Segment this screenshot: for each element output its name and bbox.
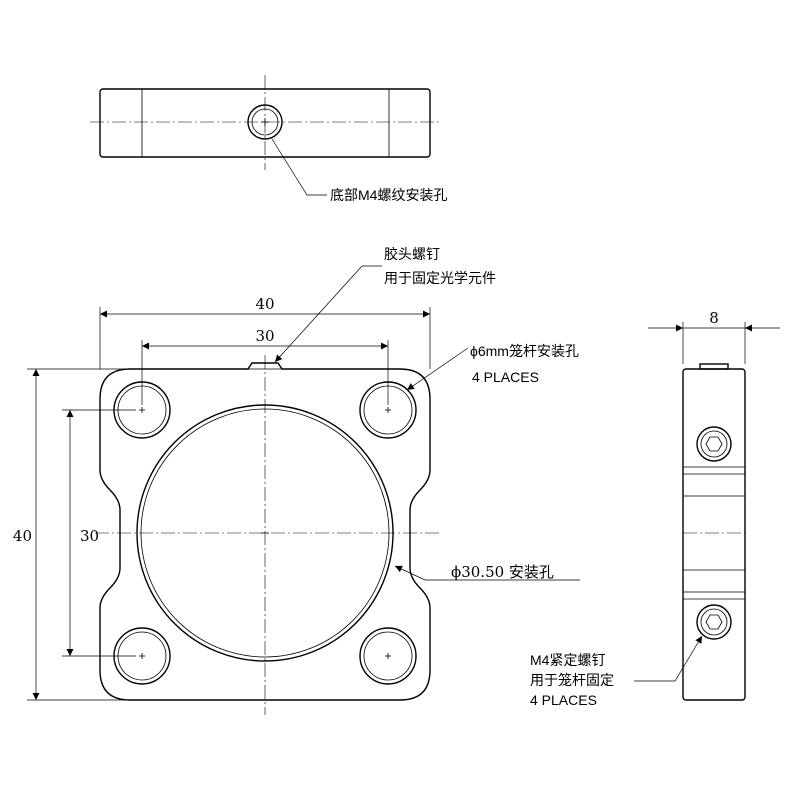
cage-rod-hole-br [359, 627, 417, 685]
m4-set-screw-label: M4紧定螺钉 [530, 652, 605, 668]
bore-callout-leader [394, 565, 580, 581]
cage-rod-fix-label: 用于笼杆固定 [530, 672, 614, 688]
dim-width-40-label: 40 [255, 295, 274, 313]
screw-callout-leader [274, 265, 363, 363]
dim-width-30-label: 30 [255, 327, 274, 345]
dim-thickness-label: 8 [709, 309, 719, 327]
side-view-outline [682, 368, 746, 701]
side-view-screw-head [699, 363, 729, 370]
set-screw-lower [696, 604, 732, 640]
set-screw-count: 4 PLACES [530, 692, 597, 708]
front-view: 40 30 40 30 胶头螺钉 用于固定光学元件 ϕ6mm笼杆安装孔 4 PL… [13, 246, 580, 715]
dim-height-40-label: 40 [13, 527, 32, 545]
rubber-tip-screw-label: 胶头螺钉 [384, 246, 440, 262]
hole-callout-leader [406, 347, 469, 391]
fix-optics-label: 用于固定光学元件 [384, 270, 496, 286]
bore-diameter-label: ϕ30.50 安装孔 [451, 563, 554, 581]
top-view-leader [271, 138, 327, 196]
side-view: 8 M4紧定螺钉 用于笼杆固定 4 PLACES [530, 309, 780, 708]
dim-height-30-label: 30 [80, 527, 99, 545]
set-screw-callout-leader [634, 635, 703, 682]
front-view-outline [99, 362, 431, 701]
cage-rod-hole-label: ϕ6mm笼杆安装孔 [470, 343, 579, 359]
top-view: 底部M4螺纹安装孔 [90, 75, 447, 203]
set-screw-upper [696, 426, 732, 462]
cage-rod-hole-count: 4 PLACES [472, 369, 539, 385]
bottom-m4-thread-hole-label: 底部M4螺纹安装孔 [330, 187, 447, 203]
m4-bottom-hole [247, 104, 283, 140]
